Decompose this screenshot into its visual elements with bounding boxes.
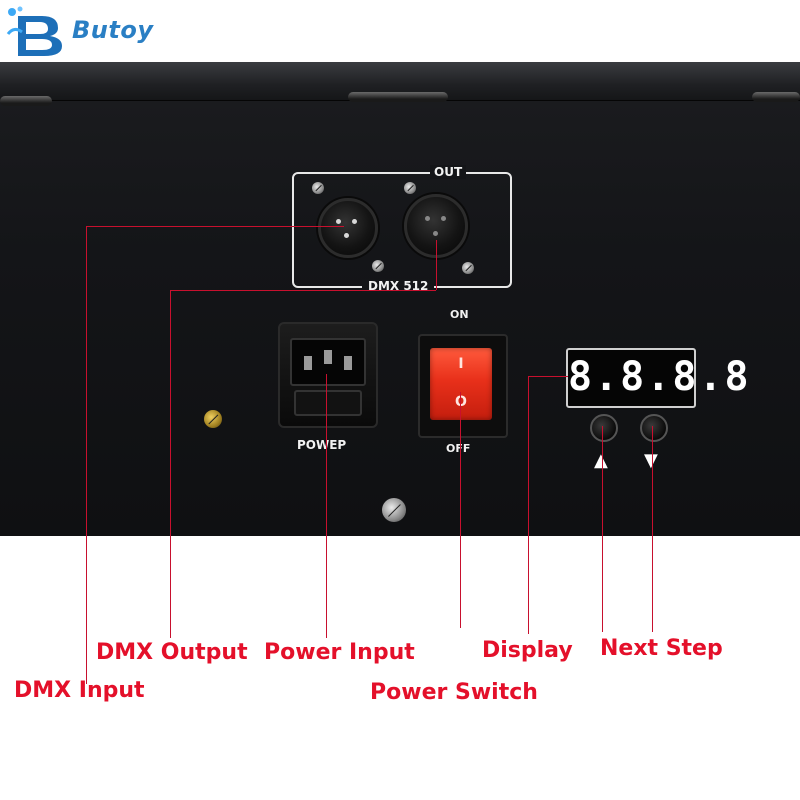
socket-pin — [324, 350, 332, 364]
dmx-input-leader-line — [86, 226, 87, 684]
xlr-socket-hole — [425, 216, 430, 221]
switch-on-symbol: I — [458, 356, 464, 372]
screw-icon — [372, 260, 384, 272]
callout-dmx-output: DMX Output — [96, 640, 248, 665]
screw-icon — [382, 498, 406, 522]
power-label: POWEP — [297, 438, 347, 452]
dmx-output-leader-line — [436, 240, 437, 290]
dmx-512-label: DMX 512 — [362, 279, 435, 293]
fuse-holder — [294, 390, 362, 416]
power-input-leader-line — [326, 374, 327, 638]
next-step-leader-line — [652, 426, 653, 632]
callout-display: Display — [482, 638, 573, 663]
on-label: ON — [450, 308, 469, 321]
out-label: OUT — [430, 165, 467, 179]
display-readout: 8.8.8.8 — [568, 354, 751, 400]
ground-bolt-icon — [204, 410, 222, 428]
xlr-socket-hole — [433, 231, 438, 236]
left-hinge — [0, 96, 52, 106]
screw-icon — [462, 262, 474, 274]
xlr-socket-hole — [441, 216, 446, 221]
up-arrow-icon: ▲ — [594, 450, 608, 471]
up-button[interactable] — [590, 414, 618, 442]
down-arrow-icon: ▼ — [644, 450, 658, 471]
led-display: 8.8.8.8 — [566, 348, 751, 408]
dmx-input-leader-line — [86, 226, 344, 227]
iec-socket — [290, 338, 366, 386]
dmx-input-connector[interactable] — [318, 198, 378, 258]
switch-off-symbol: O — [455, 394, 467, 410]
callout-dmx-input: DMX Input — [14, 678, 145, 703]
socket-pin — [344, 356, 352, 370]
xlr-pin — [336, 219, 341, 224]
display-leader-line — [528, 376, 568, 377]
callout-power-input: Power Input — [264, 640, 415, 665]
power-switch-leader-line — [460, 392, 461, 628]
power-input-socket[interactable] — [278, 322, 378, 428]
power-switch[interactable]: I O — [418, 334, 508, 438]
xlr-pin — [344, 233, 349, 238]
callout-power-switch: Power Switch — [370, 680, 538, 705]
brand-logo-mark — [4, 4, 68, 58]
dmx-output-leader-line — [170, 290, 171, 638]
brand-name: Butoy — [72, 16, 154, 44]
off-label: OFF — [446, 442, 471, 455]
dmx-output-leader-line — [170, 290, 436, 291]
device-back-panel — [0, 62, 800, 536]
switch-rocker[interactable]: I O — [430, 348, 492, 420]
center-latch — [348, 92, 448, 102]
screw-icon — [312, 182, 324, 194]
next-step-leader-line — [602, 426, 603, 632]
socket-pin — [304, 356, 312, 370]
display-leader-line — [528, 376, 529, 634]
screw-icon — [404, 182, 416, 194]
callout-next-step: Next Step — [600, 636, 723, 661]
right-hinge — [752, 92, 800, 102]
xlr-pin — [352, 219, 357, 224]
down-button[interactable] — [640, 414, 668, 442]
